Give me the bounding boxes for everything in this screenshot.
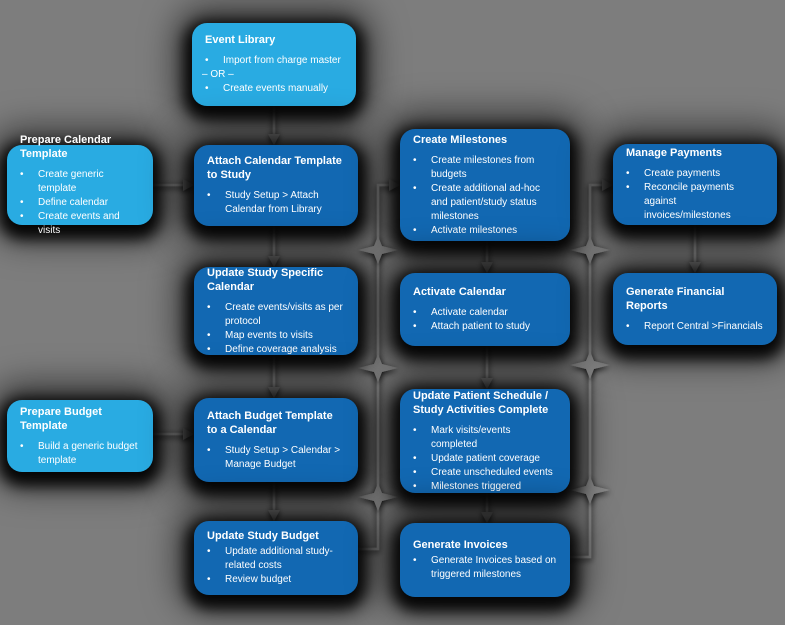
- node-item: Milestones triggered: [410, 480, 558, 494]
- node-item: Attach patient to study: [410, 320, 558, 334]
- node-prepare-calendar-template: Prepare Calendar Template Create generic…: [7, 134, 153, 236]
- node-activate-calendar: Activate Calendar Activate calendarAttac…: [400, 273, 570, 346]
- node-items: Activate calendarAttach patient to study: [400, 306, 562, 334]
- node-items: Update additional study-related costsRev…: [194, 545, 350, 587]
- node-items: Build a generic budget template: [7, 440, 145, 468]
- arrowhead-down-icon: [689, 262, 701, 273]
- arrowhead-right-icon: [183, 428, 194, 440]
- arrowhead-down-icon: [481, 262, 493, 273]
- node-title: Manage Payments: [626, 147, 722, 159]
- node-item: Create payments: [623, 167, 765, 181]
- node-attach-budget-template-to-a-calendar: Attach Budget Template to a Calendar Stu…: [194, 398, 358, 482]
- node-item: Mark visits/events completed: [410, 424, 558, 452]
- node-items: Create generic templateDefine calendarCr…: [7, 168, 145, 238]
- arrowhead-down-icon: [268, 510, 280, 521]
- node-item: Reconcile payments against invoices/mile…: [623, 181, 765, 223]
- node-title: Prepare Budget Template: [20, 405, 102, 432]
- node-title: Activate Calendar: [413, 286, 506, 298]
- node-title: Generate Invoices: [413, 539, 508, 551]
- node-item: Create events manually: [202, 82, 344, 96]
- arrowhead-down-icon: [481, 512, 493, 523]
- line-star-marker-icon: [570, 476, 610, 504]
- arrowhead-right-icon: [602, 179, 613, 191]
- node-item: Create milestones from budgets: [410, 154, 558, 182]
- node-item: Create unscheduled events: [410, 466, 558, 480]
- node-item: Import from charge master: [202, 54, 344, 68]
- node-item: Study Setup > Attach Calendar from Libra…: [204, 189, 346, 217]
- node-items: Create milestones from budgetsCreate add…: [400, 154, 562, 238]
- node-prepare-budget-template: Prepare Budget Template Build a generic …: [7, 400, 153, 472]
- arrowhead-down-icon: [268, 256, 280, 267]
- node-item: Define calendar: [17, 196, 141, 210]
- node-item: Activate calendar: [410, 306, 558, 320]
- line-star-marker-icon: [358, 354, 398, 382]
- node-item: Review budget: [204, 573, 346, 587]
- node-title: Create Milestones: [413, 133, 508, 146]
- node-item: Create generic template: [17, 168, 141, 196]
- node-item: Create events/visits as per protocol: [204, 301, 346, 329]
- node-update-patient-schedule: Update Patient Schedule / Study Activiti…: [400, 389, 570, 494]
- node-item: Study Setup > Calendar > Manage Budget: [204, 444, 346, 472]
- node-items: Generate Invoices based on triggered mil…: [400, 554, 562, 582]
- node-items: Report Central >Financials: [613, 320, 769, 334]
- node-items: Import from charge master– OR – Create ev…: [192, 54, 348, 96]
- node-item: – OR –: [202, 69, 234, 80]
- node-manage-payments: Manage Payments Create paymentsReconcile…: [613, 144, 777, 225]
- arrowhead-right-icon: [389, 179, 400, 191]
- node-items: Create paymentsReconcile payments agains…: [613, 167, 769, 223]
- node-item: Map events to visits: [204, 329, 346, 343]
- line-star-marker-icon: [570, 236, 610, 264]
- node-title: Update Patient Schedule / Study Activiti…: [413, 389, 549, 416]
- node-create-milestones: Create Milestones Create milestones from…: [400, 129, 570, 241]
- node-generate-financial-reports: Generate Financial Reports Report Centra…: [613, 273, 777, 345]
- node-attach-calendar-template-to-study: Attach Calendar Template to Study Study …: [194, 145, 358, 226]
- node-item: Report Central >Financials: [623, 320, 765, 334]
- node-title: Update Study Specific Calendar: [207, 266, 324, 293]
- line-star-marker-icon: [358, 483, 398, 511]
- node-item: Update patient coverage: [410, 452, 558, 466]
- node-items: Study Setup > Calendar > Manage Budget: [194, 444, 350, 472]
- node-title: Attach Budget Template to a Calendar: [207, 409, 333, 436]
- node-items: Mark visits/events completedUpdate patie…: [400, 424, 562, 494]
- node-update-study-budget: Update Study Budget Update additional st…: [194, 521, 358, 595]
- node-title: Prepare Calendar Template: [20, 133, 112, 160]
- arrowhead-down-icon: [268, 387, 280, 398]
- node-title: Update Study Budget: [207, 530, 319, 542]
- node-items: Study Setup > Attach Calendar from Libra…: [194, 189, 350, 217]
- arrowhead-down-icon: [481, 378, 493, 389]
- node-item: Activate milestones: [410, 224, 558, 238]
- node-title: Event Library: [205, 34, 276, 46]
- node-generate-invoices: Generate Invoices Generate Invoices base…: [400, 523, 570, 597]
- line-star-marker-icon: [570, 351, 610, 379]
- node-item: Build a generic budget template: [17, 440, 141, 468]
- node-item: Create events and visits: [17, 210, 141, 238]
- node-item: Create additional ad-hoc and patient/stu…: [410, 182, 558, 224]
- line-star-marker-icon: [358, 236, 398, 264]
- node-item: Define coverage analysis: [204, 343, 346, 357]
- node-update-study-specific-calendar: Update Study Specific Calendar Create ev…: [194, 266, 358, 357]
- node-title: Generate Financial Reports: [626, 285, 725, 312]
- node-event-library: Event Library Import from charge master–…: [192, 23, 356, 106]
- node-title: Attach Calendar Template to Study: [207, 155, 342, 181]
- arrowhead-down-icon: [268, 134, 280, 145]
- node-items: Create events/visits as per protocolMap …: [194, 301, 350, 357]
- node-item: Update additional study-related costs: [204, 545, 346, 573]
- node-item: Generate Invoices based on triggered mil…: [410, 554, 558, 582]
- arrowhead-right-icon: [183, 179, 194, 191]
